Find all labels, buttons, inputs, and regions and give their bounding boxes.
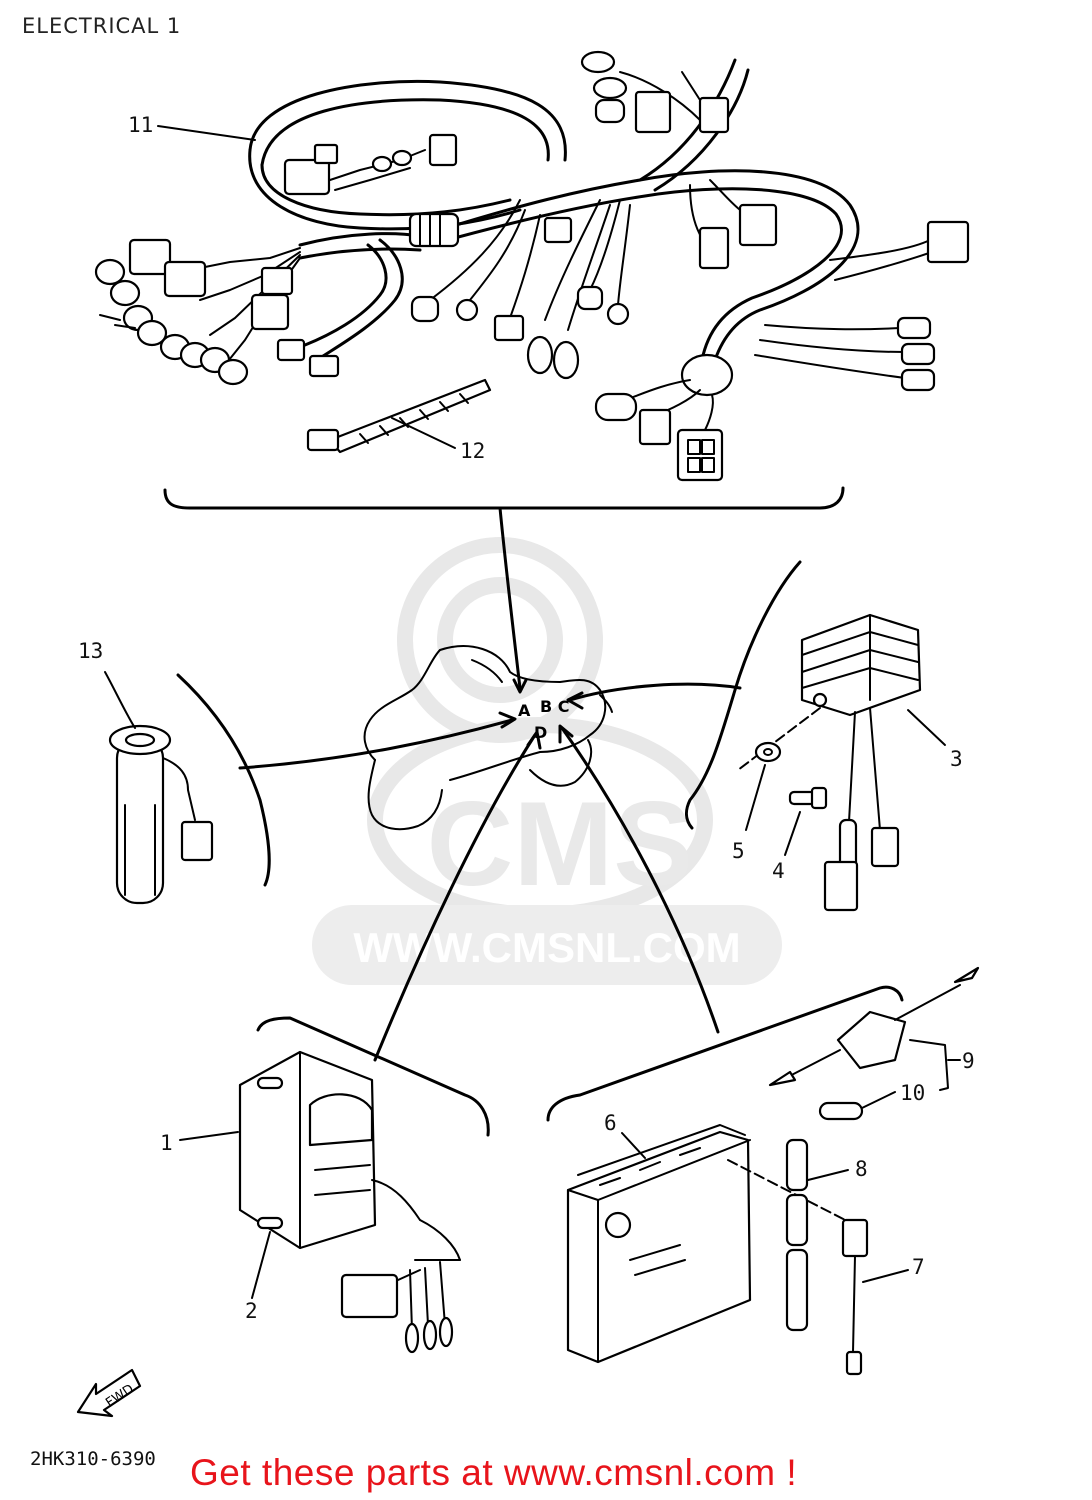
document-code: 2HK310-6390 bbox=[30, 1448, 156, 1470]
harness-bracket bbox=[163, 486, 845, 510]
cable-tie bbox=[306, 378, 492, 454]
part-label-11: 11 bbox=[128, 113, 153, 137]
bullet-connectors-left bbox=[94, 258, 249, 386]
part-label-2: 2 bbox=[245, 1299, 258, 1323]
part-label-3: 3 bbox=[950, 747, 963, 771]
part-label-10: 10 bbox=[900, 1081, 925, 1105]
label-leaders bbox=[104, 125, 961, 1299]
cdi-unit bbox=[238, 1016, 490, 1354]
part-label-5: 5 bbox=[732, 839, 745, 863]
svg-text:B C: B C bbox=[540, 697, 570, 716]
part-label-8: 8 bbox=[855, 1157, 868, 1181]
wire-harness bbox=[94, 50, 970, 482]
svg-text:A: A bbox=[518, 701, 531, 720]
bike-markers: A B C D bbox=[518, 697, 570, 742]
battery bbox=[546, 985, 904, 1364]
promo-banner[interactable]: Get these parts at www.cmsnl.com ! bbox=[190, 1452, 798, 1493]
part-label-7: 7 bbox=[912, 1255, 925, 1279]
grip-heater bbox=[108, 673, 271, 905]
part-label-4: 4 bbox=[772, 859, 785, 883]
part-label-13: 13 bbox=[78, 639, 103, 663]
leader-cdi bbox=[373, 733, 537, 1062]
part-label-9: 9 bbox=[962, 1049, 975, 1073]
page-title: ELECTRICAL 1 bbox=[22, 14, 182, 38]
part-label-12: 12 bbox=[460, 439, 485, 463]
fuse bbox=[818, 1101, 864, 1121]
breather-pipe-lead bbox=[841, 1218, 869, 1376]
leader-harness bbox=[498, 506, 522, 690]
part-label-6: 6 bbox=[604, 1111, 617, 1135]
washer bbox=[754, 741, 782, 763]
svg-text:D: D bbox=[534, 723, 547, 742]
fuse-holder bbox=[768, 966, 980, 1087]
rectifier-regulator bbox=[685, 560, 922, 912]
fwd-arrow-icon: FWD bbox=[76, 1368, 142, 1418]
battery-tube bbox=[785, 1138, 809, 1332]
bolt bbox=[788, 786, 828, 810]
part-label-1: 1 bbox=[160, 1131, 173, 1155]
leader-battery bbox=[560, 726, 720, 1034]
leader-rectifier bbox=[568, 682, 742, 702]
leader-grip bbox=[238, 718, 514, 770]
watermark-url: WWW.CMSNL.COM bbox=[353, 924, 740, 971]
motorcycle-outline bbox=[363, 645, 613, 831]
watermark-brand: CMS bbox=[427, 777, 694, 911]
